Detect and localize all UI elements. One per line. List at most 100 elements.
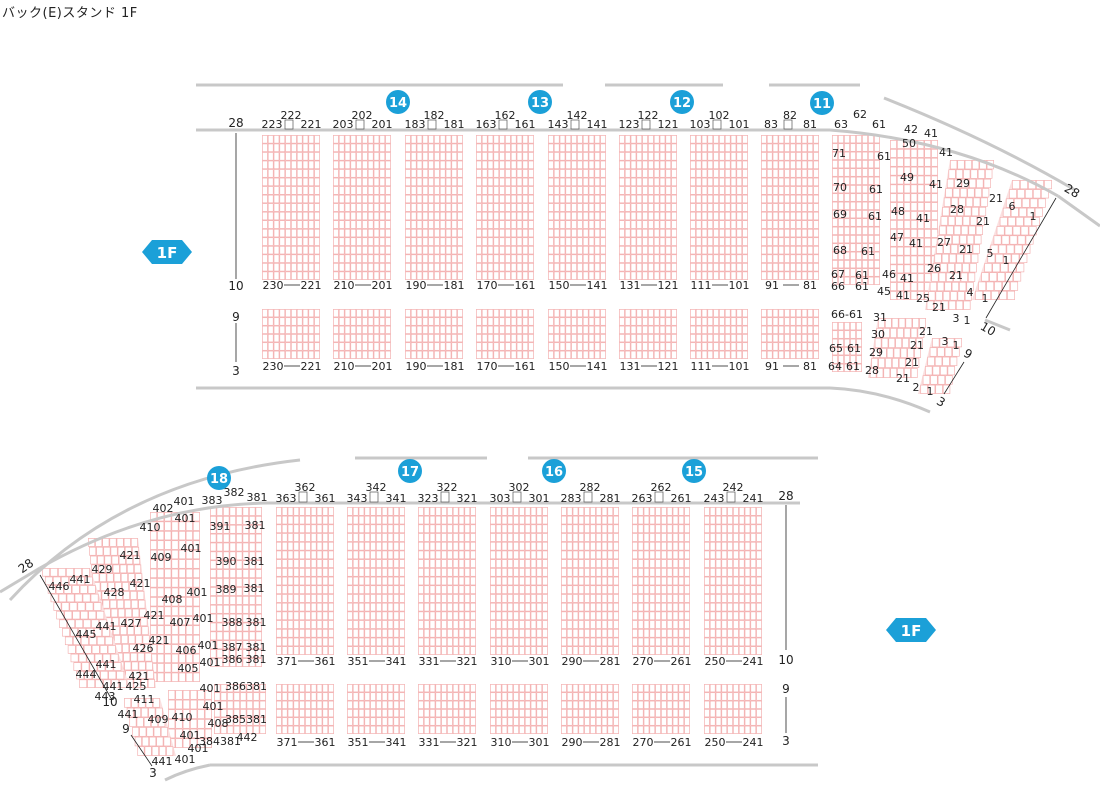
seat[interactable] [296,177,303,187]
seat[interactable] [724,143,731,152]
seat[interactable] [281,515,288,525]
seat[interactable] [63,585,72,594]
seat[interactable] [229,587,236,596]
seat[interactable] [109,538,117,547]
seat[interactable] [704,684,710,693]
seat[interactable] [281,507,288,516]
seat[interactable] [1007,290,1015,300]
seat[interactable] [801,152,808,161]
seat[interactable] [223,524,230,534]
seat[interactable] [470,725,476,734]
seat[interactable] [738,725,745,734]
seat[interactable] [577,203,583,212]
seat[interactable] [832,338,838,347]
seat[interactable] [594,220,601,229]
seat[interactable] [470,602,476,612]
seat[interactable] [707,143,714,152]
seat[interactable] [299,541,305,551]
seat[interactable] [730,135,737,144]
seat[interactable] [350,263,357,272]
seat[interactable] [884,318,892,328]
seat[interactable] [358,594,365,603]
seat[interactable] [730,169,737,178]
seat[interactable] [856,168,862,177]
seat[interactable] [505,135,511,144]
seat[interactable] [418,559,424,568]
seat[interactable] [73,662,82,671]
seat[interactable] [750,717,757,726]
seat[interactable] [566,620,573,629]
seat[interactable] [594,271,601,280]
seat[interactable] [464,709,471,718]
seat[interactable] [293,576,300,586]
seat[interactable] [690,220,696,229]
seat[interactable] [588,169,595,178]
seat[interactable] [561,709,567,718]
seat[interactable] [896,291,904,300]
seat[interactable] [801,194,808,204]
seat[interactable] [434,177,440,187]
seat[interactable] [713,309,719,318]
seat[interactable] [90,555,98,565]
seat[interactable] [879,348,887,358]
seat[interactable] [338,220,345,229]
seat[interactable] [715,576,722,586]
seat[interactable] [302,342,309,351]
seat[interactable] [742,152,748,161]
seat[interactable] [632,637,638,647]
seat[interactable] [801,160,808,170]
seat[interactable] [577,169,583,178]
seat[interactable] [418,550,424,560]
seat[interactable] [308,237,315,246]
seat[interactable] [624,228,631,238]
seat[interactable] [434,263,440,272]
seat[interactable] [519,646,525,655]
seat[interactable] [493,342,500,351]
seat[interactable] [267,211,274,221]
seat[interactable] [470,524,476,534]
seat[interactable] [528,220,534,229]
seat[interactable] [352,594,359,603]
seat[interactable] [905,318,913,328]
seat[interactable] [917,291,925,300]
seat[interactable] [178,597,186,607]
seat[interactable] [649,620,656,629]
seat[interactable] [493,194,500,204]
seat[interactable] [588,135,595,144]
seat[interactable] [636,186,643,195]
seat[interactable] [281,684,288,693]
seat[interactable] [121,582,129,591]
seat[interactable] [490,684,496,693]
seat[interactable] [707,160,714,170]
seat[interactable] [291,271,297,280]
seat[interactable] [171,644,179,654]
seat[interactable] [772,271,779,280]
seat[interactable] [229,604,236,614]
seat[interactable] [885,358,892,368]
seat[interactable] [724,325,731,334]
seat[interactable] [362,186,368,195]
seat[interactable] [399,611,405,621]
seat[interactable] [310,515,317,525]
seat[interactable] [434,160,440,170]
seat[interactable] [890,228,897,238]
seat[interactable] [795,237,802,246]
seat[interactable] [736,245,743,255]
seat[interactable] [874,151,880,160]
seat[interactable] [347,550,353,560]
seat[interactable] [653,254,660,263]
seat[interactable] [423,533,430,542]
seat[interactable] [929,347,938,357]
seat[interactable] [742,342,748,351]
seat[interactable] [507,717,514,726]
seat[interactable] [850,363,856,372]
seat[interactable] [242,649,249,659]
seat[interactable] [838,260,844,269]
seat[interactable] [724,271,731,280]
seat[interactable] [347,637,353,647]
seat[interactable] [356,342,362,351]
seat[interactable] [387,602,394,612]
seat[interactable] [490,507,496,516]
seat[interactable] [632,620,638,629]
seat[interactable] [134,626,142,635]
